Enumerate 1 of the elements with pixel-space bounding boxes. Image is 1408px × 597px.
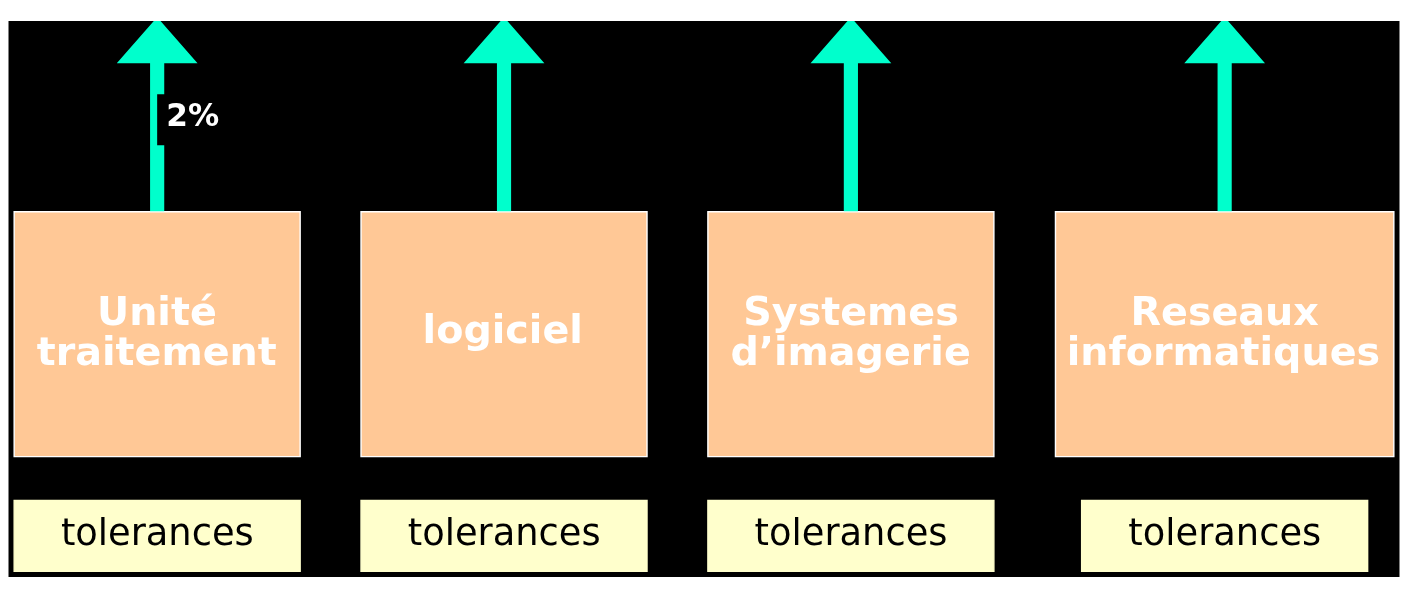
edge-label: 2%: [166, 96, 220, 133]
